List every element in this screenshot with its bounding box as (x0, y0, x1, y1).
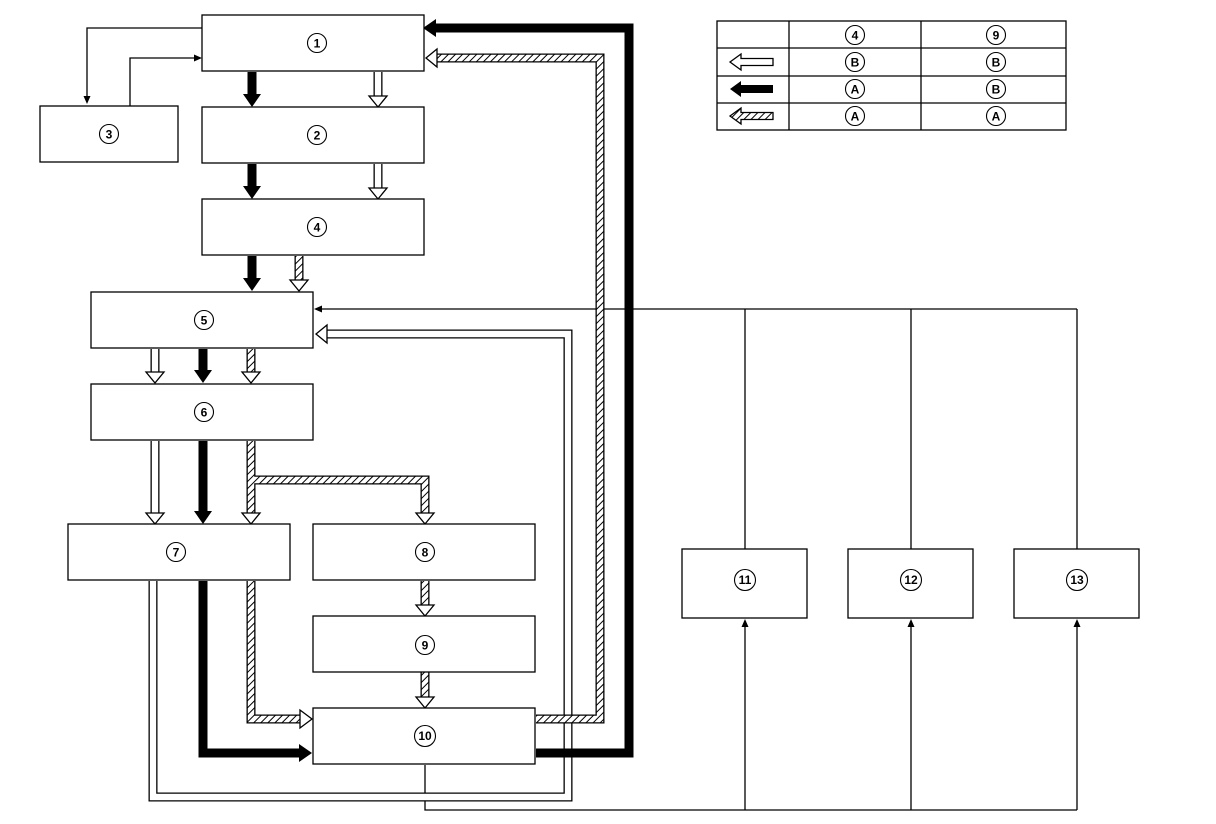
block-label: 10 (418, 729, 432, 743)
svg-text:B: B (992, 56, 1001, 70)
block-label: 6 (201, 406, 208, 420)
legend-cell: A (844, 78, 866, 100)
block-label: 9 (422, 639, 429, 653)
svg-text:B: B (851, 56, 860, 70)
thin-connectors (83, 27, 1081, 811)
block-label: 7 (173, 546, 180, 560)
block-2: 2 (201, 106, 425, 164)
svg-text:B: B (992, 83, 1001, 97)
hatched-flow (240, 47, 605, 730)
block-12: 12 (847, 548, 974, 619)
block-label: 12 (904, 573, 918, 587)
legend-cell: A (844, 105, 866, 127)
svg-text:9: 9 (993, 29, 1000, 43)
block-label: 4 (314, 221, 321, 235)
label-circle (193, 401, 215, 423)
block-7: 7 (67, 523, 291, 581)
block-label: 3 (106, 128, 113, 142)
label-circle (413, 724, 437, 748)
label-circle (98, 123, 120, 145)
label-circle (414, 541, 436, 563)
block-4: 4 (201, 198, 425, 256)
hollow-arrow-icon (728, 52, 774, 72)
block-3: 3 (39, 105, 179, 163)
legend-cell: A (985, 105, 1007, 127)
label-circle (165, 541, 187, 563)
block-11: 11 (681, 548, 808, 619)
solid-arrow-icon (730, 81, 773, 97)
label-circle (414, 634, 436, 656)
block-label: 2 (314, 129, 321, 143)
label-circle (306, 32, 328, 54)
legend-table: 4 9 B B A B (716, 20, 1067, 131)
block-label: 8 (422, 546, 429, 560)
block-label: 13 (1070, 573, 1084, 587)
block-6: 6 (90, 383, 314, 441)
solid-flow (194, 19, 634, 762)
svg-text:A: A (851, 110, 860, 124)
hatched-arrow-icon (728, 106, 774, 126)
legend-cell: B (985, 51, 1007, 73)
block-label: 11 (739, 573, 752, 587)
legend-header-col-1: 4 (844, 24, 866, 46)
label-circle (306, 124, 328, 146)
legend-header-col-2: 9 (985, 24, 1007, 46)
block-label: 5 (201, 314, 208, 328)
label-circle (899, 568, 923, 592)
block-5: 5 (90, 291, 314, 349)
label-circle (306, 216, 328, 238)
svg-text:A: A (992, 110, 1001, 124)
block-13: 13 (1013, 548, 1140, 619)
svg-text:4: 4 (852, 29, 859, 43)
label-circle (733, 568, 757, 592)
block-10: 10 (312, 707, 536, 765)
label-circle (193, 309, 215, 331)
label-circle (1065, 568, 1089, 592)
block-9: 9 (312, 615, 536, 673)
block-label: 1 (314, 37, 321, 51)
hollow-flow (144, 72, 573, 802)
svg-text:A: A (851, 83, 860, 97)
legend-cell: B (844, 51, 866, 73)
block-8: 8 (312, 523, 536, 581)
legend-cell: B (985, 78, 1007, 100)
block-1: 1 (201, 14, 425, 72)
